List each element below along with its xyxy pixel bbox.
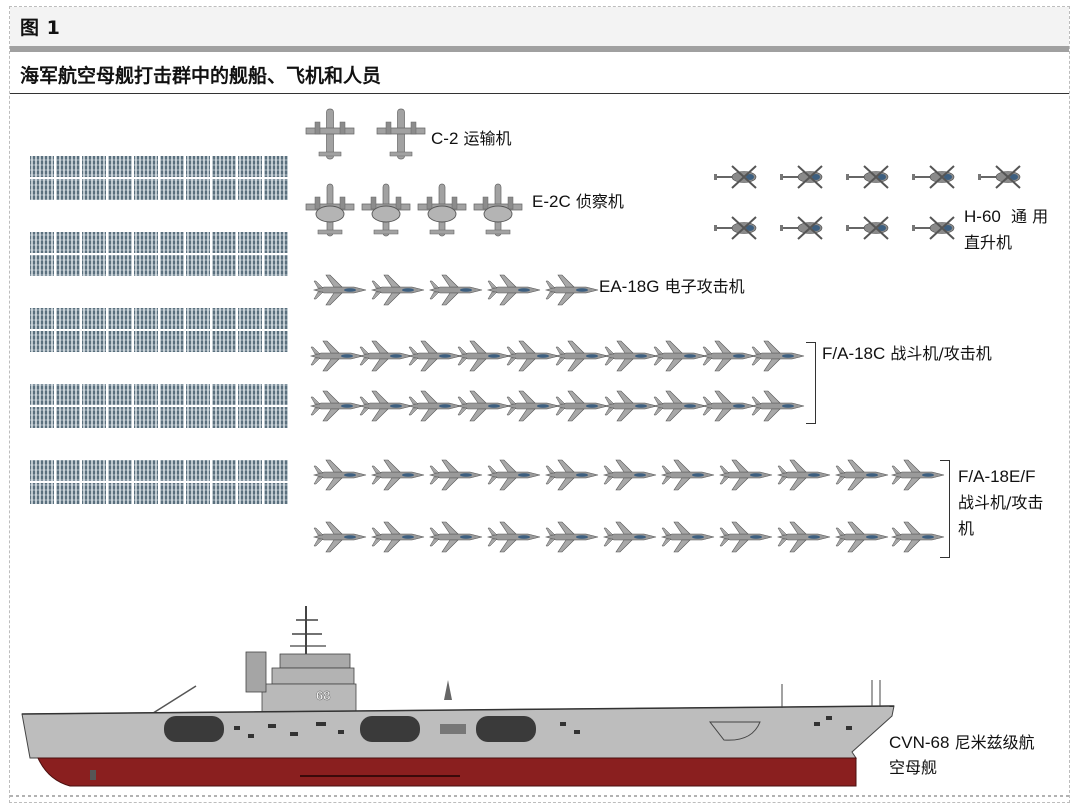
figure-header [10, 7, 1069, 47]
e2c-radar-plane-icon [305, 183, 523, 237]
label-fa18ef-line2: 机 [958, 519, 975, 538]
label-cvn68: CVN-68 尼米兹级航 [889, 733, 1035, 752]
fa18ef-bracket [940, 460, 950, 558]
figure-title: 海军航空母舰打击群中的舰船、飞机和人员 [20, 65, 382, 87]
aircraft-carrier-icon: 68 [21, 606, 895, 787]
label-cvn68-line2: 空母舰 [889, 758, 938, 777]
fighter-jet-icon [310, 340, 805, 422]
label-fa18ef-line1: 战斗机/攻击 [958, 493, 1044, 512]
label-h60: H-60 通 用 [964, 207, 1049, 226]
label-c2: C-2 运输机 [431, 129, 512, 148]
label-fa18c: F/A-18C 战斗机/攻击机 [822, 344, 992, 363]
label-h60-line2: 直升机 [964, 233, 1013, 252]
crew-block-dividers [30, 156, 288, 504]
label-ea18g: EA-18G 电子攻击机 [599, 277, 745, 296]
title-rule [10, 93, 1069, 94]
header-rule [10, 46, 1069, 52]
figure-frame [9, 6, 1070, 803]
label-e2c: E-2C 侦察机 [532, 192, 624, 211]
hull-number: 68 [316, 688, 330, 703]
fighter-jet-icon [313, 459, 945, 553]
fa18c-bracket [806, 342, 816, 424]
label-fa18ef-code: F/A-18E/F [958, 467, 1036, 486]
fighter-jet-icon [313, 274, 599, 306]
c2-plane-icon [305, 108, 426, 160]
figure-label: 图 1 [20, 17, 61, 39]
